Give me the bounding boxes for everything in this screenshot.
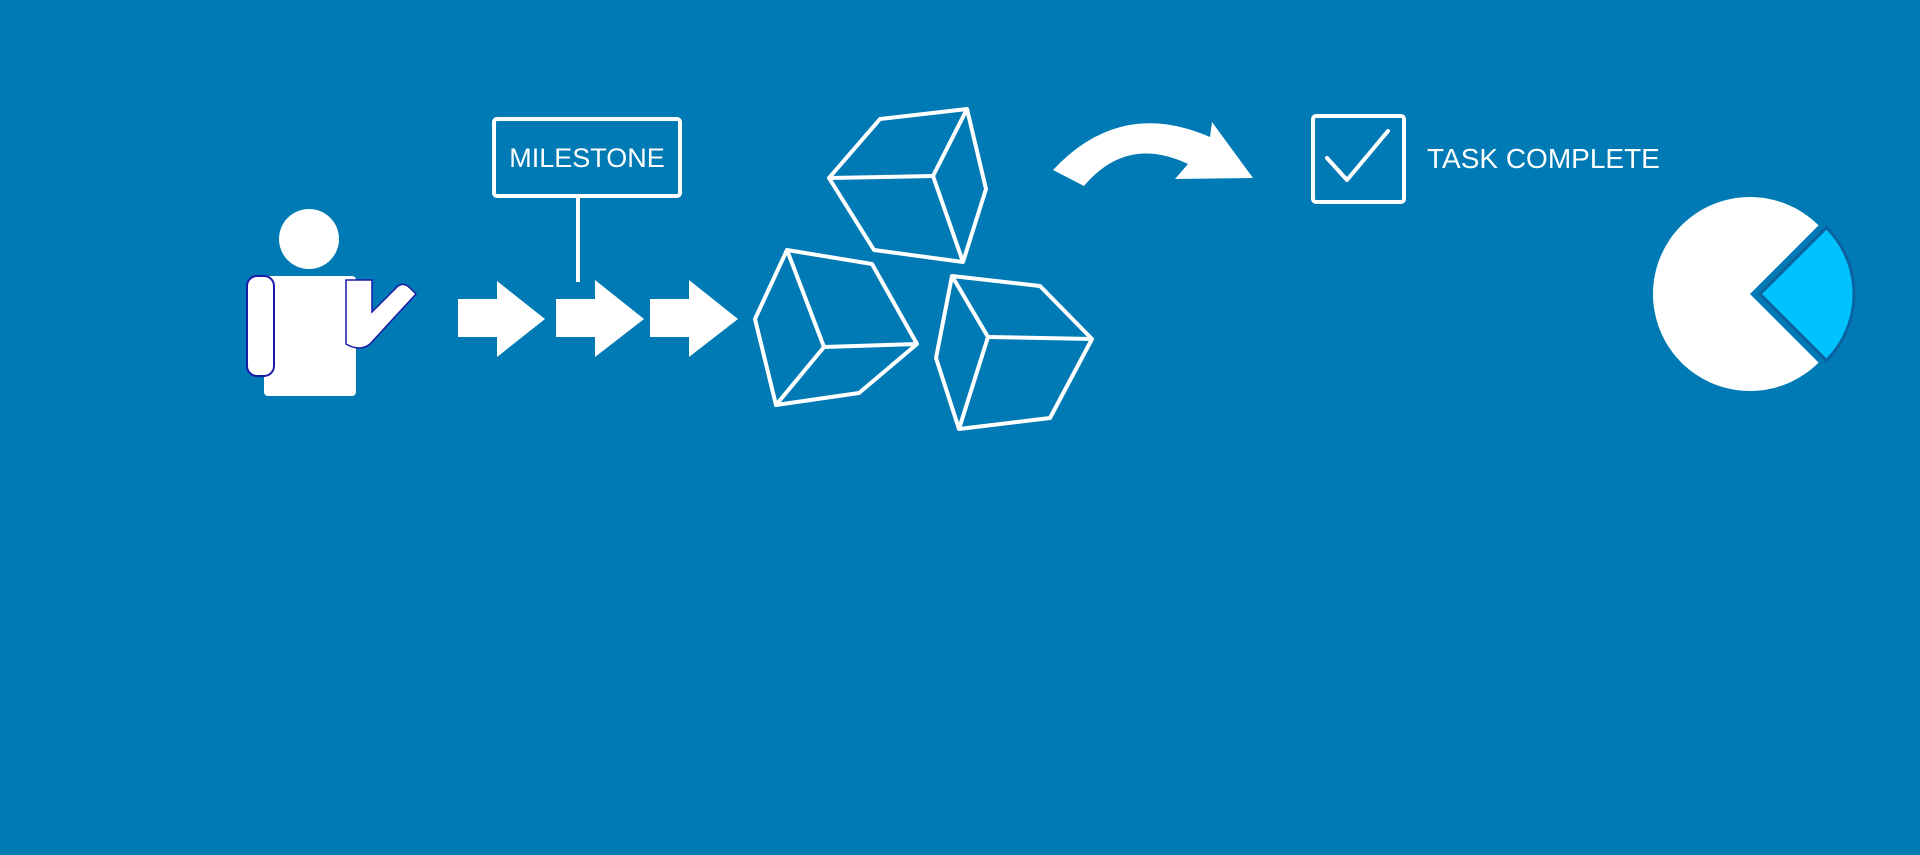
milestone-label: MILESTONE bbox=[509, 143, 665, 173]
arrow-right-icon bbox=[458, 281, 545, 357]
pie-chart-icon bbox=[1652, 196, 1856, 391]
cube-icon bbox=[753, 248, 919, 407]
milestone-sign: MILESTONE bbox=[492, 117, 682, 282]
pie-main-slice bbox=[1652, 196, 1819, 391]
cube-icon bbox=[827, 107, 988, 264]
curved-arrow-icon bbox=[1053, 122, 1253, 186]
pie-accent-slice bbox=[1757, 225, 1856, 363]
presenter-body bbox=[264, 276, 356, 396]
presenter-right-arm bbox=[345, 279, 418, 349]
milestone-box bbox=[492, 117, 682, 198]
cube-icon bbox=[934, 274, 1094, 431]
task-complete-label: TASK COMPLETE bbox=[1427, 143, 1660, 174]
presenter-icon bbox=[246, 209, 418, 396]
arrow-right-icon bbox=[650, 280, 738, 357]
presenter-left-arm bbox=[246, 275, 275, 377]
presenter-head bbox=[279, 209, 339, 269]
cube-stack bbox=[753, 107, 1094, 431]
arrow-sequence bbox=[458, 280, 738, 357]
arrow-right-icon bbox=[556, 280, 644, 357]
checkbox-checked-icon bbox=[1311, 114, 1406, 204]
